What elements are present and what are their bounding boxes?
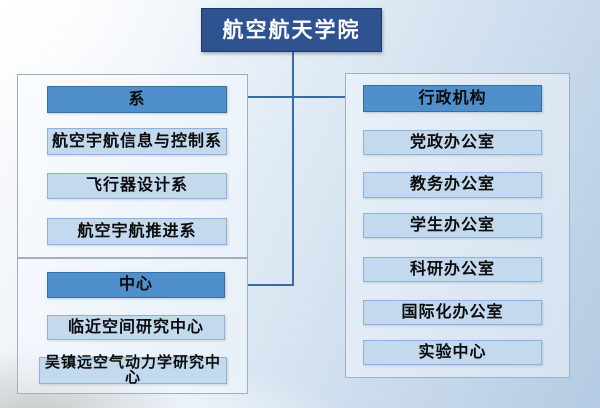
office-box: 实验中心 (363, 340, 542, 365)
office-box: 教务办公室 (363, 172, 542, 198)
departments-header-box: 系 (47, 86, 227, 113)
centers-header-box: 中心 (47, 272, 225, 298)
office-box: 党政办公室 (363, 130, 542, 155)
root-title-box: 航空航天学院 (201, 8, 382, 52)
center-box: 吴镇远空气动力学研究中心 (39, 355, 227, 385)
department-box: 飞行器设计系 (47, 173, 227, 199)
connector-vertical-trunk (292, 52, 294, 286)
office-box: 国际化办公室 (363, 300, 542, 325)
department-box: 航空宇航推进系 (47, 218, 227, 245)
center-box: 临近空间研究中心 (47, 315, 225, 340)
connector-horizontal-centers (248, 284, 294, 286)
administration-header-box: 行政机构 (363, 85, 542, 112)
office-box: 科研办公室 (363, 257, 542, 282)
office-box: 学生办公室 (363, 213, 542, 238)
connector-horizontal-top (248, 96, 346, 98)
department-box: 航空宇航信息与控制系 (47, 128, 227, 155)
